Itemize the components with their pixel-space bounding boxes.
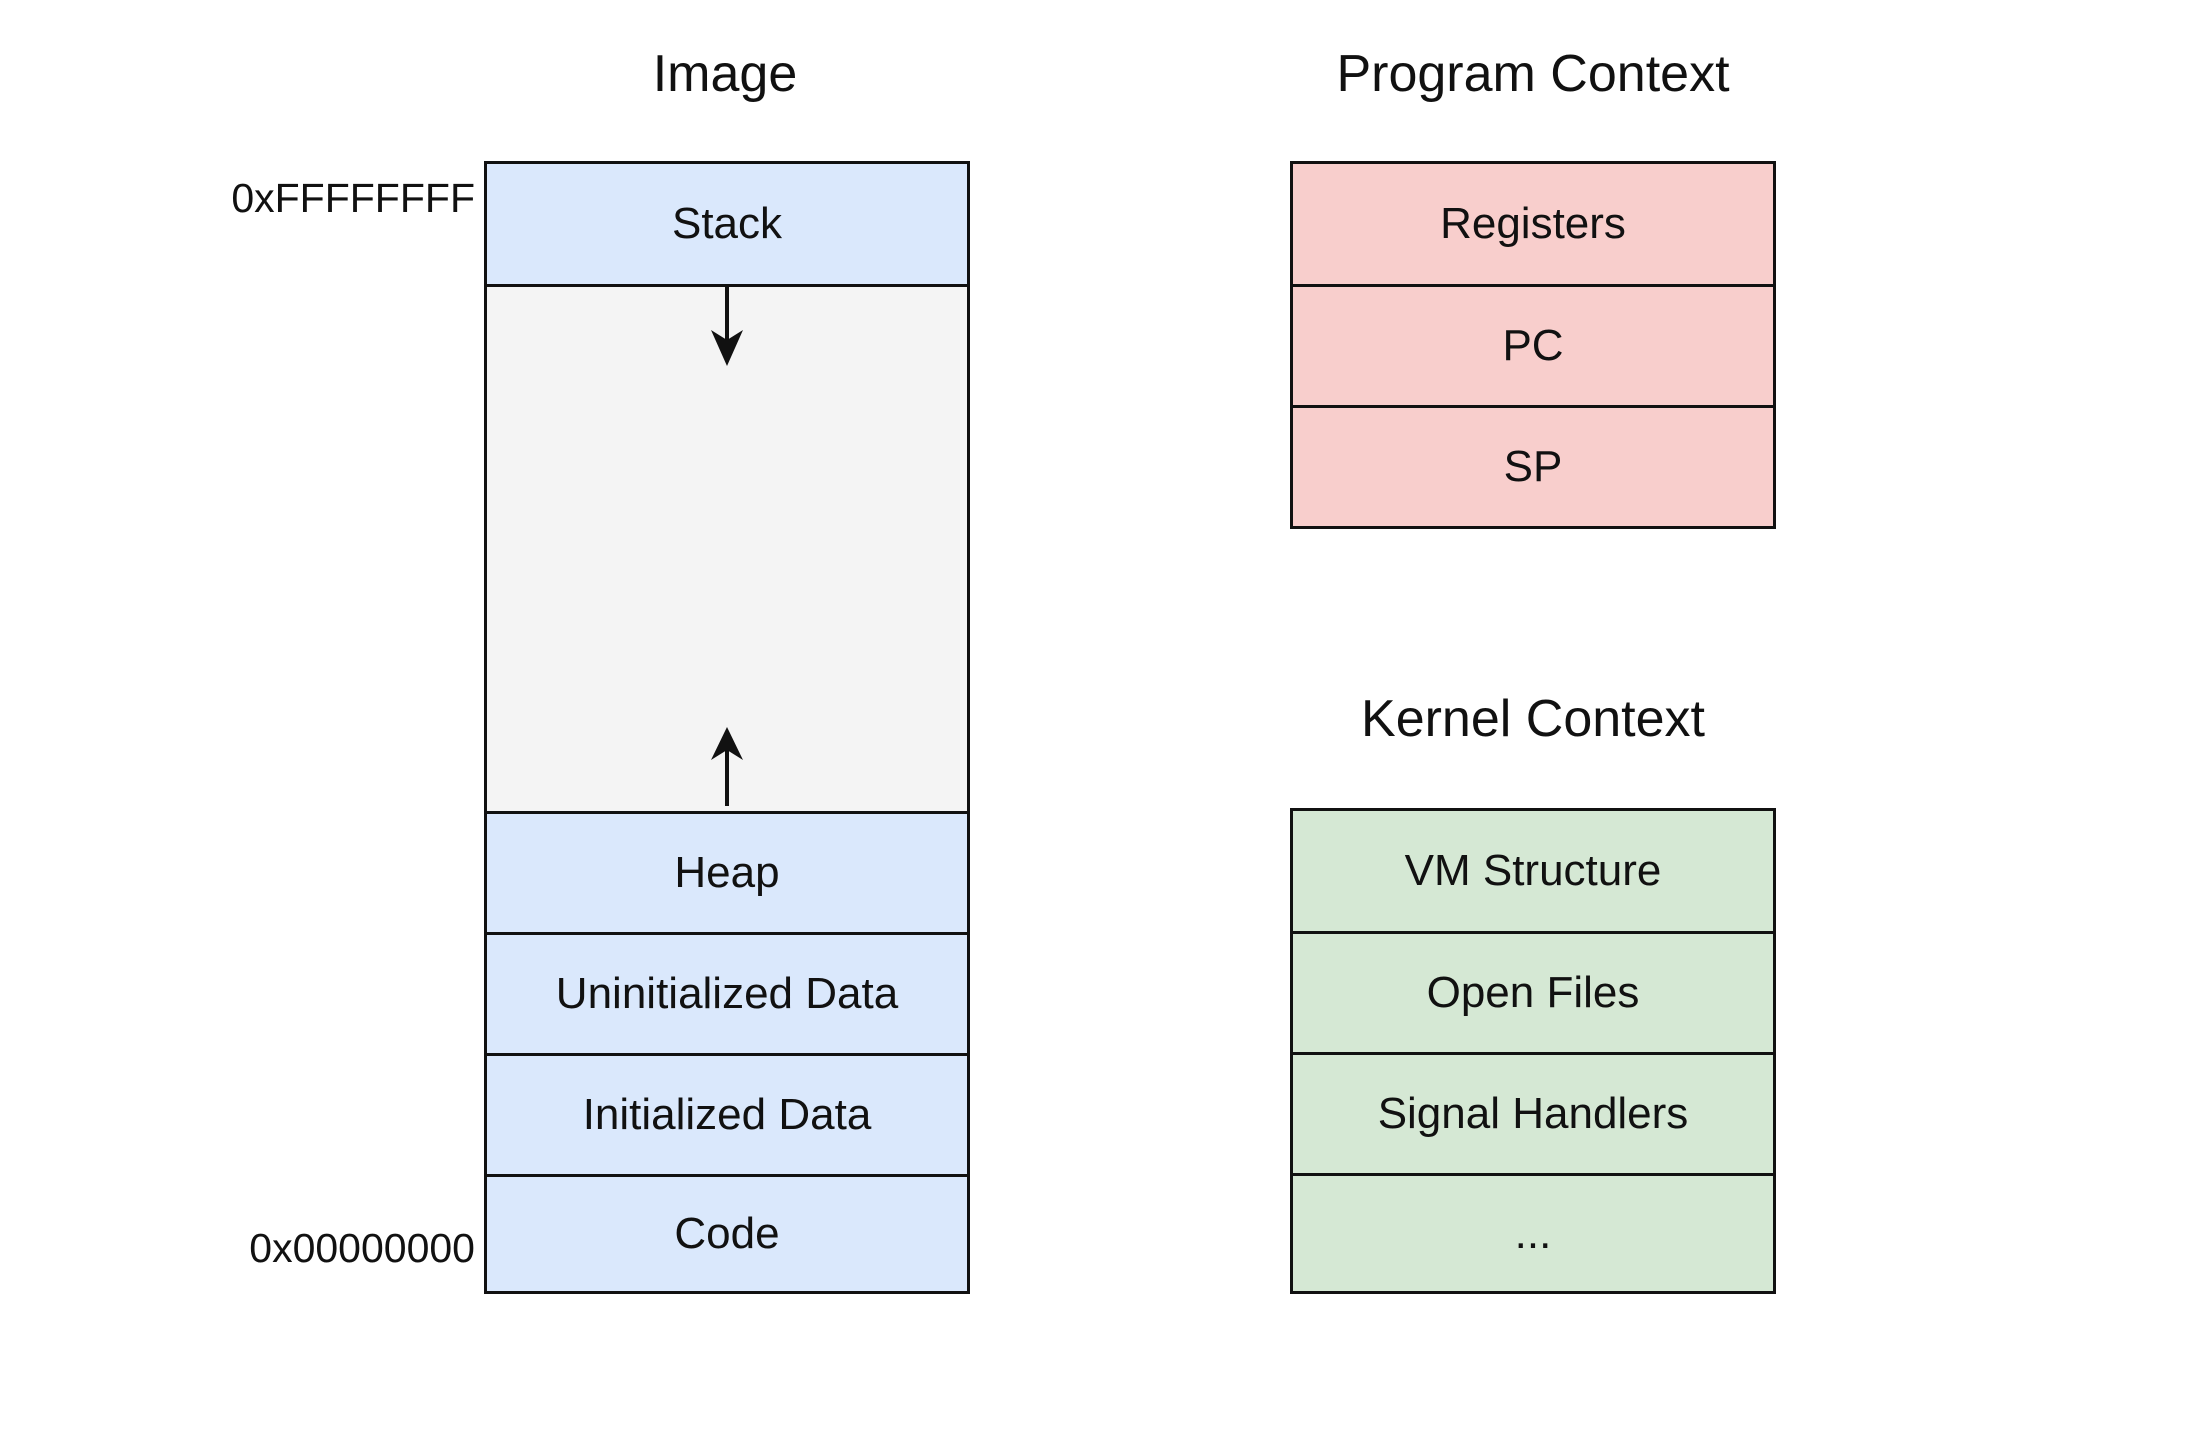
pc-cell: PC [1293,284,1773,405]
heap-growth-arrow [711,727,743,806]
open-files-cell: Open Files [1293,931,1773,1052]
sp-cell: SP [1293,405,1773,526]
open-files-label: Open Files [1426,968,1640,1017]
uninitialized-data-label: Uninitialized Data [555,969,899,1018]
registers-label: Registers [1440,199,1626,248]
uninitialized-data-segment: Uninitialized Data [487,932,967,1053]
program-context-title: Program Context [1336,45,1730,103]
heap-label: Heap [674,848,780,897]
stack-growth-arrow [711,284,743,366]
image-memory-layout: Stack Heap Uninitialized Data Initialize… [484,161,970,1294]
program-context-table: Registers PC SP [1290,161,1776,529]
signal-handlers-cell: Signal Handlers [1293,1052,1773,1173]
initialized-data-label: Initialized Data [582,1090,872,1139]
sp-label: SP [1503,442,1563,491]
code-segment: Code [487,1174,967,1291]
signal-handlers-label: Signal Handlers [1377,1089,1689,1138]
initialized-data-segment: Initialized Data [487,1053,967,1174]
heap-segment: Heap [487,811,967,932]
code-label: Code [674,1209,780,1258]
address-low-label: 0x00000000 [249,1225,475,1271]
registers-cell: Registers [1293,164,1773,284]
stack-segment: Stack [487,164,967,284]
ellipsis-label: ... [1514,1208,1552,1258]
address-high-label: 0xFFFFFFFF [231,175,475,221]
kernel-context-title: Kernel Context [1361,690,1705,748]
vm-structure-cell: VM Structure [1293,811,1773,931]
ellipsis-cell: ... [1293,1173,1773,1291]
kernel-context-table: VM Structure Open Files Signal Handlers … [1290,808,1776,1294]
vm-structure-label: VM Structure [1404,846,1662,895]
image-title: Image [652,45,798,103]
stack-label: Stack [671,199,783,248]
free-space [487,284,967,811]
pc-label: PC [1502,321,1564,370]
